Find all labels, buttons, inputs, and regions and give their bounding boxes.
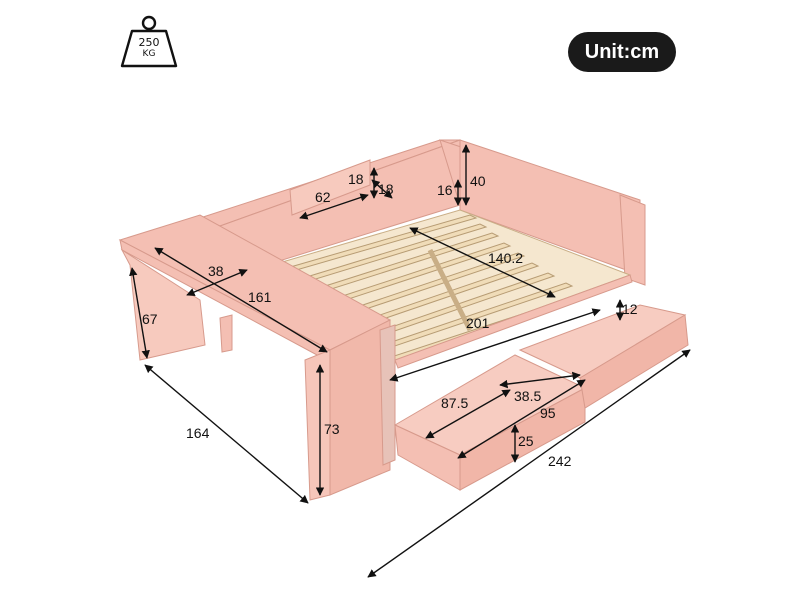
label-drawer-length: 87.5 — [441, 395, 468, 411]
label-desk-leg-height: 67 — [142, 311, 158, 327]
label-mattress-length: 201 — [466, 315, 490, 331]
label-headboard-height: 40 — [470, 173, 486, 189]
label-shelf-height: 18 — [348, 171, 364, 187]
label-drawer-total: 95 — [540, 405, 556, 421]
label-drawer-width: 38.5 — [514, 388, 541, 404]
label-drawer-height: 25 — [518, 433, 534, 449]
drawer-left — [393, 354, 587, 491]
label-shelf-depth: 18 — [378, 181, 394, 197]
label-overall-width: 164 — [186, 425, 210, 441]
label-desk-depth: 38 — [208, 263, 224, 279]
dimension-arrows — [129, 144, 691, 578]
weight-unit: KG — [142, 49, 156, 59]
side-panel-right — [459, 139, 646, 286]
label-overall-length: 242 — [548, 453, 572, 469]
dimension-labels: 242 164 73 67 38 161 201 140.2 40 16 62 … — [142, 171, 638, 469]
label-desk-height: 73 — [324, 421, 340, 437]
label-rail-height: 16 — [437, 182, 453, 198]
label-drawer-gap: 12 — [622, 301, 638, 317]
kettlebell-icon — [120, 15, 178, 68]
label-desk-length: 161 — [248, 289, 272, 305]
weight-capacity-icon: 250 KG — [118, 14, 180, 70]
unit-badge: Unit:cm — [568, 32, 676, 72]
label-mattress-width: 140.2 — [488, 250, 523, 266]
label-shelf-width: 62 — [315, 189, 331, 205]
weight-value: 250 — [138, 36, 160, 49]
